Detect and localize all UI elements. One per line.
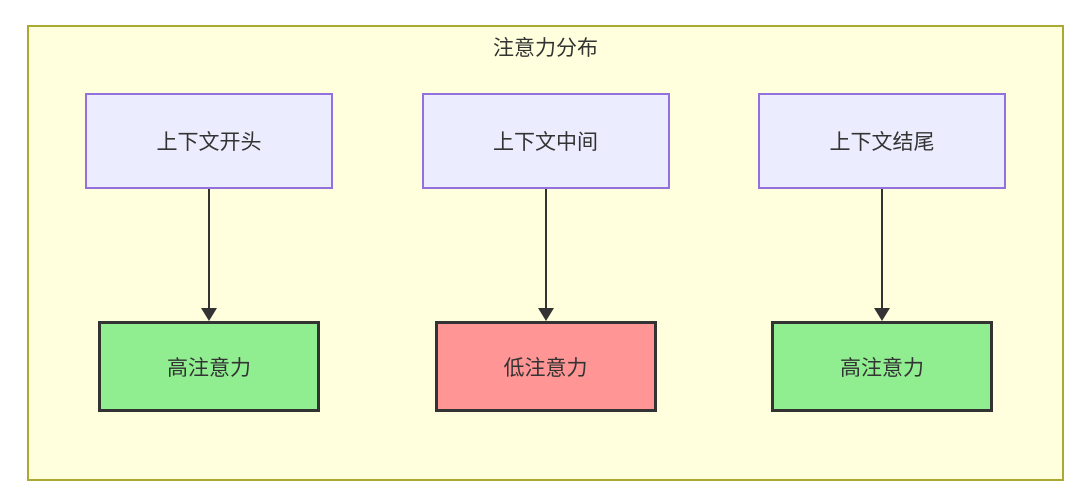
attention-distribution-panel: 注意力分布 上下文开头 高注意力 上下文中间 低注意力 上下文结尾 — [27, 25, 1064, 481]
arrow-head-icon — [537, 308, 554, 321]
diagram-column-middle: 上下文中间 低注意力 — [421, 93, 670, 412]
arrow-head-icon — [874, 308, 890, 321]
diagram-column-start: 上下文开头 高注意力 — [85, 93, 333, 412]
arrow-head-icon — [201, 308, 217, 321]
arrow-line — [208, 189, 210, 310]
arrow-line — [881, 189, 883, 310]
diagram-columns: 上下文开头 高注意力 上下文中间 低注意力 上下文结尾 — [29, 93, 1062, 412]
source-node-context-middle: 上下文中间 — [421, 93, 670, 189]
diagram-column-end: 上下文结尾 高注意力 — [758, 93, 1006, 412]
diagram-title: 注意力分布 — [493, 37, 598, 60]
arrow-down-connector — [537, 189, 555, 321]
target-node-attention-1: 高注意力 — [98, 321, 320, 412]
target-node-attention-3: 高注意力 — [771, 321, 993, 412]
source-node-context-start: 上下文开头 — [85, 93, 333, 189]
source-node-context-end: 上下文结尾 — [758, 93, 1006, 189]
target-node-attention-2: 低注意力 — [434, 321, 657, 412]
arrow-down-connector — [200, 189, 218, 321]
arrow-line — [544, 189, 547, 310]
arrow-down-connector — [873, 189, 891, 321]
